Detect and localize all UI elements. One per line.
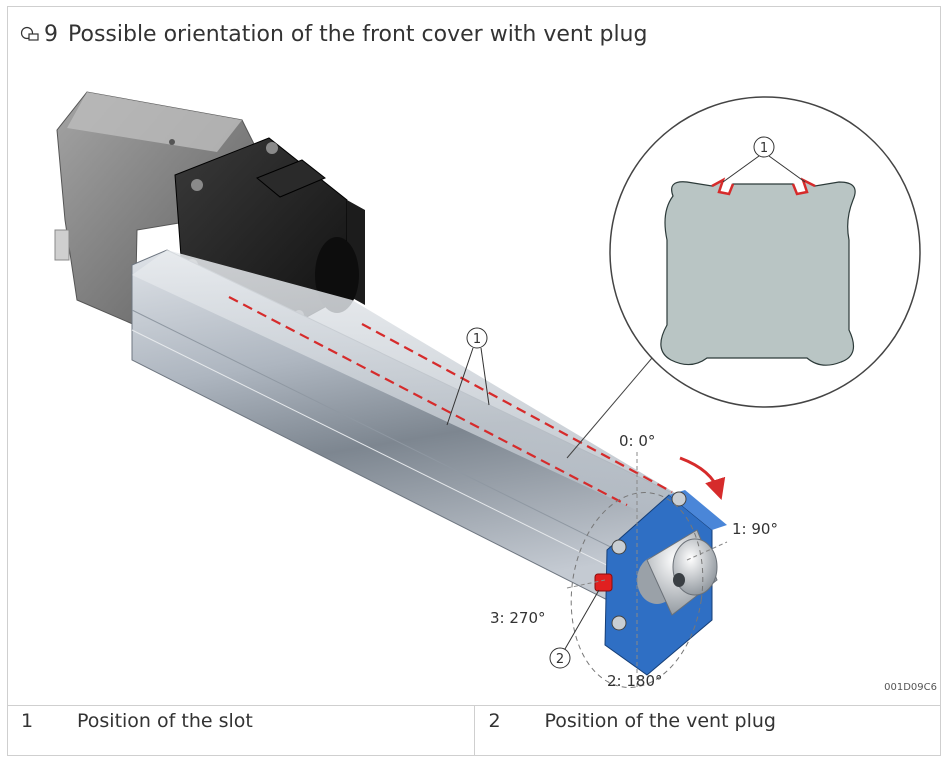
legend-number: 1 [21, 710, 34, 732]
rotation-circle [570, 492, 704, 688]
legend-row: 2 Position of the vent plug [473, 706, 942, 756]
legend-text: Position of the vent plug [544, 710, 777, 732]
legend-number: 2 [488, 710, 501, 732]
rotation-arrow [679, 456, 726, 501]
slot-marker-upper [361, 323, 673, 493]
angle-270: 3: 270° [490, 609, 546, 627]
callout-slot-detail: 1 [760, 141, 768, 156]
angle-90: 1: 90° [732, 520, 778, 538]
figure-title: 9 Possible orientation of the front cove… [20, 17, 647, 51]
actuator-illustration: 0: 0° 1: 90° 2: 180° 3: 270° 1 2 1 [54, 91, 921, 690]
vent-plug [594, 573, 613, 592]
angle-0: 0: 0° [619, 432, 655, 450]
figure-icon [20, 26, 39, 41]
angle-180: 2: 180° [607, 672, 663, 690]
slot-marker-lower [228, 296, 628, 506]
document-id: 001D09C6 [884, 682, 937, 693]
legend-row: 1 Position of the slot [7, 706, 474, 756]
figure-caption: Possible orientation of the front cover … [68, 21, 648, 47]
callout-vent-plug: 2 [556, 652, 564, 667]
legend-table: 1 Position of the slot 2 Position of the… [7, 705, 941, 756]
callout-slot-body: 1 [473, 332, 481, 347]
figure-number: 9 [44, 21, 58, 47]
profile-cross-section [660, 178, 856, 366]
legend-text: Position of the slot [77, 710, 253, 732]
